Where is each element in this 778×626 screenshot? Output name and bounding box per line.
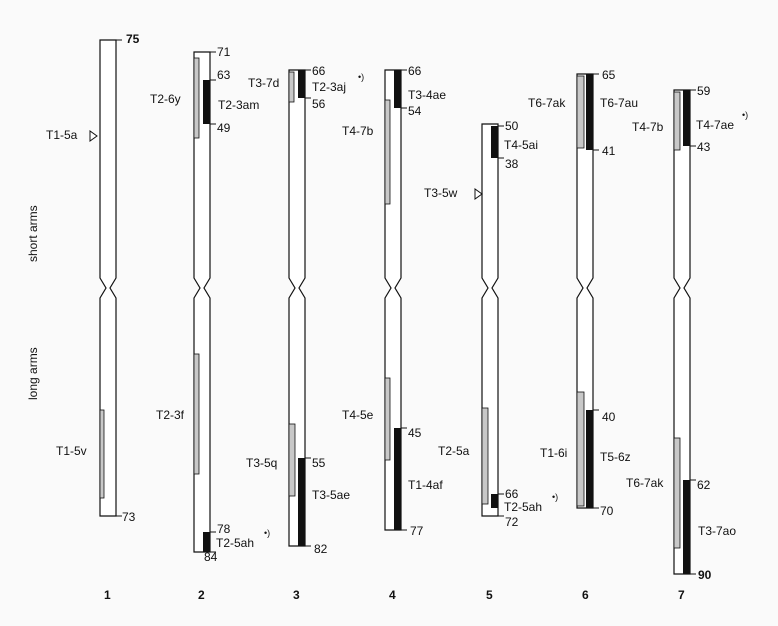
label-T2-3f: T2-3f (156, 408, 185, 422)
chromosome-number-5: 5 (486, 588, 493, 602)
breakpoint-triangle-T1-5a (89, 130, 98, 142)
segment-T3-7ao (683, 480, 690, 574)
label-T1-6i: T1-6i (540, 446, 568, 460)
chr5-number-66: 66 (505, 487, 519, 501)
label-T3-5w: T3-5w (424, 186, 458, 200)
label-T4-7b-chr4: T4-7b (342, 124, 374, 138)
segment-T5-6z (586, 410, 593, 508)
segment-T3-4ae (394, 70, 401, 108)
label-T4-5ai: T4-5ai (504, 138, 539, 152)
label-T1-5a: T1-5a (46, 128, 78, 142)
label-T1-4af: T1-4af (408, 478, 443, 492)
segment-T1-4af (394, 428, 401, 530)
label-T6-7ak-chr7: T6-7ak (626, 476, 664, 490)
chromosome-number-4: 4 (389, 588, 396, 602)
label-T2-6y: T2-6y (150, 92, 181, 106)
label-T3-7ao: T3-7ao (698, 524, 737, 538)
label-T3-7d: T3-7d (248, 76, 280, 90)
footnote-mark-chr3: •) (358, 72, 365, 82)
chromosome-number-2: 2 (198, 588, 205, 602)
chr1-top-number: 75 (126, 32, 140, 46)
label-T4-7b-chr7: T4-7b (632, 120, 664, 134)
chr6-number-41: 41 (602, 144, 616, 158)
chr2-number-84: 84 (204, 550, 218, 564)
segment-T1-5v (99, 409, 105, 499)
label-T3-5ae: T3-5ae (312, 488, 351, 502)
chr6-number-40: 40 (602, 410, 616, 424)
segment-T2-3am (203, 80, 210, 124)
label-T1-5v: T1-5v (56, 444, 87, 458)
segment-T4-7b-chr4 (384, 99, 391, 205)
chr6-number-65: 65 (602, 68, 616, 82)
segment-T2-3f (193, 353, 200, 475)
footnote-mark-chr2: •) (264, 528, 271, 538)
chromosome-number-1: 1 (104, 588, 111, 602)
segment-T4-7b-chr7 (673, 91, 681, 151)
label-T4-7ae: T4-7ae (696, 118, 735, 132)
chr5-number-50: 50 (505, 119, 519, 133)
chr4-number-54: 54 (408, 104, 422, 118)
label-T2-5ah-chr5: T2-5ah (504, 500, 543, 514)
footnote-mark-chr5: •) (552, 492, 559, 502)
label-T5-6z: T5-6z (600, 450, 631, 464)
segment-T3-7d (288, 71, 295, 103)
label-T3-4ae: T3-4ae (408, 88, 447, 102)
chr7-number-43: 43 (697, 140, 711, 154)
segment-T6-7ak-chr7 (673, 437, 681, 549)
chr6-number-70: 70 (600, 504, 614, 518)
chr1-bottom-number: 73 (122, 510, 136, 524)
chr3-number-55: 55 (312, 456, 326, 470)
chr2-number-78: 78 (217, 522, 231, 536)
footnote-mark-chr7: •) (742, 110, 749, 120)
chr4-number-77: 77 (410, 524, 424, 538)
segment-T4-7ae (683, 90, 690, 146)
chr3-number-82: 82 (314, 542, 328, 556)
chr7-number-59: 59 (697, 84, 711, 98)
segment-T2-5ah-chr2 (203, 532, 210, 552)
short-arms-label: short arms (26, 205, 40, 262)
segment-T2-5ah-chr5 (491, 494, 498, 508)
segment-T6-7ak-chr6 (576, 75, 585, 149)
segment-T3-5ae (298, 458, 305, 546)
segment-T4-5e (384, 377, 391, 461)
chr3-number-56: 56 (312, 97, 326, 111)
segment-T3-5q (288, 423, 296, 497)
segment-T2-6y (193, 57, 200, 139)
chr7-number-90: 90 (698, 568, 712, 582)
chr5-number-38: 38 (505, 157, 519, 171)
label-T2-5ah-chr2: T2-5ah (216, 536, 255, 550)
label-T6-7au: T6-7au (600, 96, 639, 110)
chr4-number-66: 66 (408, 64, 422, 78)
label-T6-7ak-chr6: T6-7ak (528, 96, 566, 110)
chromosome-number-7: 7 (678, 588, 685, 602)
chr2-number-63: 63 (217, 68, 231, 82)
segment-T4-5ai (491, 126, 498, 158)
label-T2-5a: T2-5a (438, 444, 470, 458)
segment-T2-5a (481, 407, 489, 505)
chr3-number-66: 66 (312, 64, 326, 78)
label-T2-3aj: T2-3aj (312, 80, 347, 94)
label-T2-3am: T2-3am (218, 98, 260, 112)
long-arms-label: long arms (26, 347, 40, 400)
segment-T2-3aj (298, 70, 305, 98)
chromosome-number-6: 6 (582, 588, 589, 602)
breakpoint-triangle-T3-5w (474, 188, 483, 200)
segment-T6-7au (586, 74, 593, 150)
chr5-number-72: 72 (505, 515, 519, 529)
label-T4-5e: T4-5e (342, 408, 374, 422)
chr2-number-49: 49 (217, 121, 231, 135)
chr2-number-71: 71 (217, 45, 231, 59)
chr4-number-45: 45 (408, 426, 422, 440)
segment-T1-6i (576, 391, 585, 507)
label-T3-5q: T3-5q (246, 456, 278, 470)
chromosome-number-3: 3 (293, 588, 300, 602)
chr7-number-62: 62 (697, 478, 711, 492)
